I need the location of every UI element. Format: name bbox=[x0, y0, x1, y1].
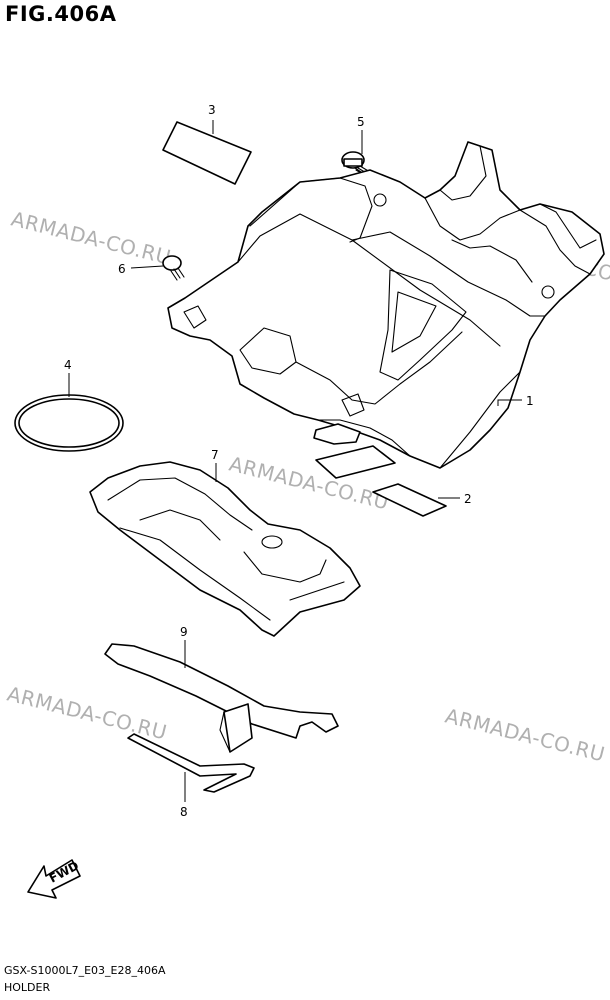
holder-body-part-1[interactable] bbox=[167, 141, 605, 469]
figure-title: FIG.406A bbox=[5, 2, 117, 26]
callout-7: 7 bbox=[211, 448, 219, 462]
watermark-1: ARMADA-CO.RU bbox=[9, 207, 174, 270]
callout-8: 8 bbox=[180, 805, 188, 819]
figure-code: GSX-S1000L7_E03_E28_406A bbox=[4, 964, 166, 977]
pad-part-2-upper[interactable] bbox=[315, 445, 396, 479]
tool-bag-part-7[interactable] bbox=[89, 461, 361, 637]
leader-lines bbox=[68, 120, 522, 802]
callout-2: 2 bbox=[464, 492, 472, 506]
hex-key-part-8[interactable] bbox=[127, 733, 255, 793]
spanner-part-9[interactable] bbox=[104, 643, 339, 753]
figure-name: HOLDER bbox=[4, 981, 51, 994]
callout-5: 5 bbox=[357, 115, 365, 129]
callout-9: 9 bbox=[180, 625, 188, 639]
callout-6: 6 bbox=[118, 262, 126, 276]
callout-1: 1 bbox=[526, 394, 534, 408]
label-sticker-part-3[interactable] bbox=[162, 121, 252, 185]
watermark-5: ARMADA-CO.RU bbox=[443, 704, 608, 767]
watermark-4: ARMADA-CO.RU bbox=[5, 682, 170, 745]
fwd-arrow-icon: FWD bbox=[27, 859, 81, 899]
pad-part-2[interactable] bbox=[372, 483, 447, 517]
callout-3: 3 bbox=[208, 103, 216, 117]
screw-part-6[interactable] bbox=[162, 255, 185, 281]
band-part-4[interactable] bbox=[14, 394, 124, 452]
bolt-part-5[interactable] bbox=[341, 151, 371, 179]
callout-4: 4 bbox=[64, 358, 72, 372]
